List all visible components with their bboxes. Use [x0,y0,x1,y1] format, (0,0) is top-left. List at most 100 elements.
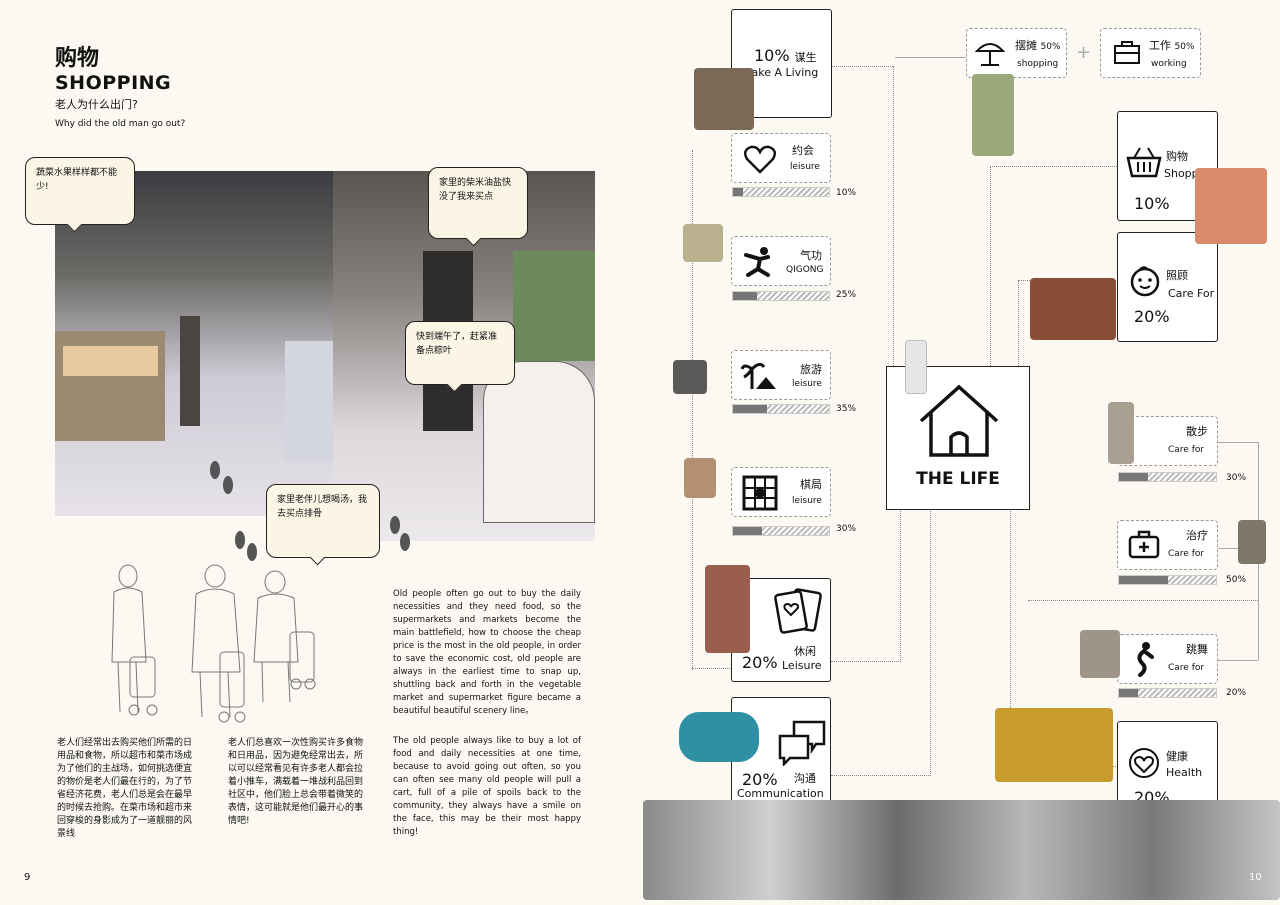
care-cn: 照顾 [1166,269,1188,282]
man-with-pipe-photo [684,458,716,498]
question-en: Why did the old man go out? [55,119,186,129]
right-item-treatment-en: Care for [1168,549,1205,559]
left-item-chess-pct: 30% [836,524,857,534]
communication-pct: 20% [742,770,778,789]
care-en: Care For [1168,287,1215,300]
left-item-qigong-cn: 气功 [800,249,822,262]
walking-man-photo [1108,402,1134,464]
left-item-chess-en: leisure [792,496,822,506]
stall-pct: 50% [1040,42,1061,52]
work-cn: 工作 [1149,39,1171,52]
man-with-hat-photo [694,68,754,130]
medical-kit-icon [1128,530,1160,559]
progress-fill-qigong [733,292,757,300]
elderly-shoppers-sketch [111,564,316,723]
tai-chi-figure-photo [683,224,723,262]
leisure-cn: 休闲 [794,645,816,658]
care-card[interactable]: 照顾 Care For 20% [1117,232,1218,342]
question-cn: 老人为什么出门? [55,98,138,111]
health-heart-icon [1129,748,1159,778]
progress-fill-date [733,188,743,196]
left-item-chess-cn: 棋局 [800,478,822,491]
plus-sign: + [1076,42,1092,63]
work-pct: 50% [1174,42,1195,52]
make-living-cn: 谋生 [794,51,817,64]
progress-bar-dance [1118,688,1217,698]
page-number-left: 9 [24,872,31,883]
shopping-basket-icon [1126,147,1162,178]
golfer-photo [705,565,750,653]
left-item-chess[interactable]: 棋局 leisure [731,467,831,517]
left-item-date[interactable]: 约会 leisure [731,133,831,183]
balloon-vendor-photo [972,74,1014,156]
left-item-qigong[interactable]: 气功 QIGONG [731,236,831,286]
right-item-walk-pct: 30% [1226,473,1247,483]
speech-bubble-3: 快到端午了，赶紧准备点粽叶 [405,321,515,385]
body-text-cn-2: 老人们总喜欢一次性购买许多食物和日用品，因为避免经常出去，所以可以经常看见有许多… [228,738,364,826]
health-en: Health [1166,766,1203,779]
stall-cn: 摆摊 [1015,39,1037,52]
left-item-travel-en: leisure [792,379,822,389]
stall-card[interactable]: 摆摊 50% shopping [966,28,1067,78]
left-item-travel[interactable]: 旅游 leisure [731,350,831,400]
shopping-cn: 购物 [1166,150,1188,163]
chessboard-icon [742,475,778,511]
speech-bubble-2: 家里的柴米油盐快没了我来买点 [428,167,528,239]
left-item-date-en: leisure [790,162,820,172]
progress-fill-chess [733,527,762,535]
the-life-label: THE LIFE [916,469,1000,489]
left-item-qigong-pct: 25% [836,290,857,300]
right-item-dance-pct: 20% [1226,688,1247,698]
leisure-en: Leisure [782,659,822,672]
health-cn: 健康 [1166,750,1188,763]
left-item-date-cn: 约会 [792,144,814,157]
house-icon [919,384,999,457]
supermarket-photo-left [55,171,333,516]
playing-cards-icon [774,588,822,634]
stove-and-man-photo [1030,278,1116,340]
chat-bubbles-icon [778,720,826,766]
progress-bar-chess [732,526,830,536]
drinks-photo [995,708,1113,782]
progress-bar-qigong [732,291,830,301]
dancer-icon [1137,642,1154,677]
stall-en: shopping [1017,59,1059,69]
progress-fill-travel [733,405,767,413]
left-item-date-pct: 10% [836,188,857,198]
old-man-figure-photo [905,340,927,394]
right-item-walk-en: Care for [1168,445,1205,455]
communication-cn: 沟通 [794,772,816,785]
body-text-cn-1: 老人们经常出去购买他们所需的日用品和食物，所以超市和菜市场成为了他们的主战场，如… [57,738,193,839]
left-item-qigong-en: QIGONG [786,265,824,275]
progress-bar-date [732,187,830,197]
qigong-figure-icon [744,247,770,277]
shopping-pct: 10% [1134,194,1170,213]
right-item-dance[interactable]: 跳舞 Care for [1117,634,1218,684]
right-item-treatment-cn: 治疗 [1186,529,1208,542]
page-number-right: 10 [1249,872,1262,883]
heart-icon [744,145,776,174]
right-item-dance-cn: 跳舞 [1186,643,1208,656]
right-item-treatment[interactable]: 治疗 Care for [1117,520,1218,570]
footprints-decoration [210,461,410,561]
briefcase-icon [1114,41,1140,64]
camera-photo [673,360,707,394]
leisure-pct: 20% [742,653,778,672]
left-item-travel-cn: 旅游 [800,363,822,376]
dancing-man-photo [1080,630,1120,678]
work-en: working [1151,59,1187,69]
progress-fill-dance [1119,689,1139,697]
page-title-cn: 购物 [55,46,100,71]
umbrella-icon [975,43,1005,66]
elderly-man-photo [1238,520,1266,564]
right-item-dance-en: Care for [1168,663,1205,673]
crowd-collage-photo [643,800,1280,900]
speech-bubble-1: 蔬菜水果样样都不能少! [25,157,135,225]
care-pct: 20% [1134,307,1170,326]
palm-tree-icon [740,362,776,389]
right-item-treatment-pct: 50% [1226,575,1247,585]
make-living-en: Make A Living [742,66,819,79]
make-living-pct: 10% [754,46,790,65]
work-card[interactable]: 工作 50% working [1100,28,1201,78]
progress-bar-travel [732,404,830,414]
